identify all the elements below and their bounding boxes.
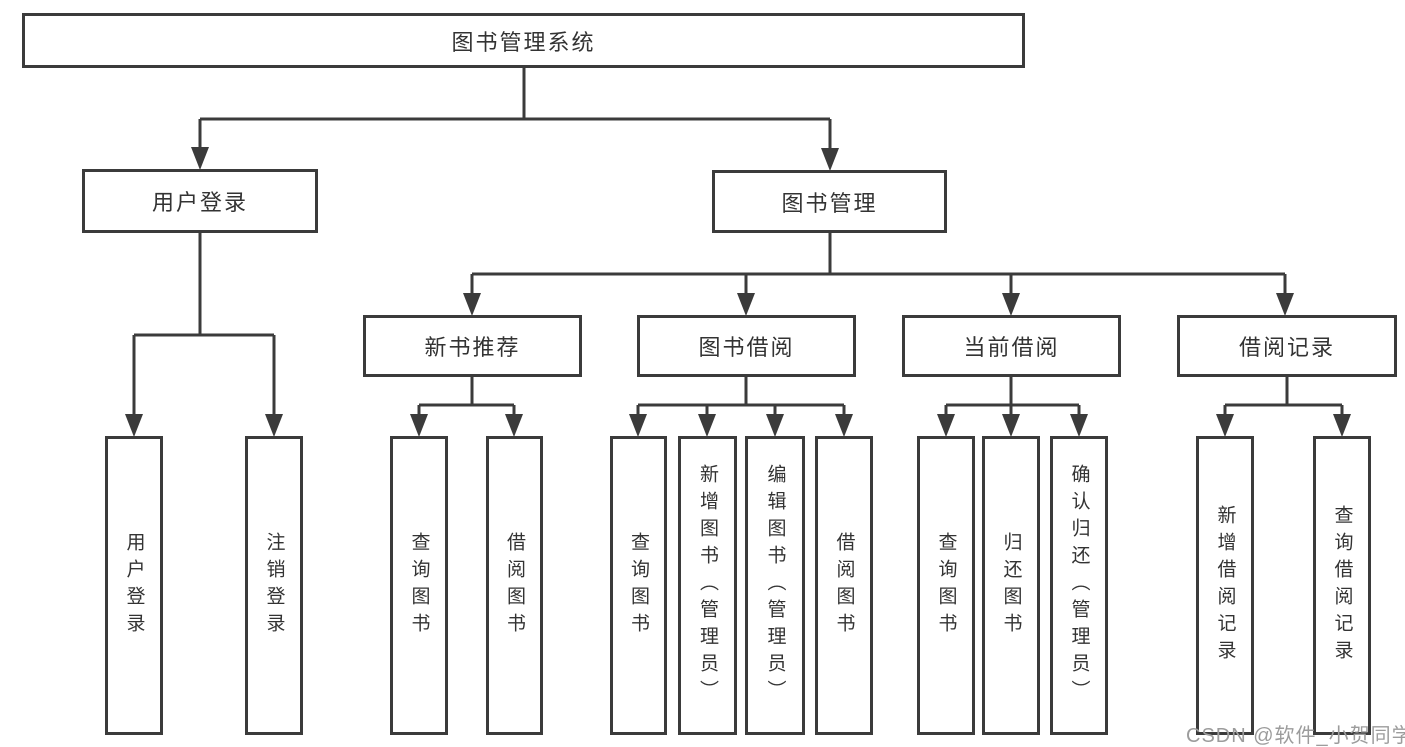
leaf-borrow-edit-books-admin: 编辑图书（管理员） bbox=[745, 436, 805, 735]
leaf-current-confirm-return-admin: 确认归还（管理员） bbox=[1050, 436, 1108, 735]
node-borrow-records: 借阅记录 bbox=[1177, 315, 1397, 377]
node-book-borrow: 图书借阅 bbox=[637, 315, 856, 377]
leaf-current-return-books: 归还图书 bbox=[982, 436, 1040, 735]
leaf-borrow-borrow-books: 借阅图书 bbox=[815, 436, 873, 735]
leaf-newbook-query-books: 查询图书 bbox=[390, 436, 448, 735]
leaf-logout: 注销登录 bbox=[245, 436, 303, 735]
leaf-records-query-record: 查询借阅记录 bbox=[1313, 436, 1371, 735]
node-new-book-recommend: 新书推荐 bbox=[363, 315, 582, 377]
leaf-current-query-books: 查询图书 bbox=[917, 436, 975, 735]
node-book-management: 图书管理 bbox=[712, 170, 947, 233]
leaf-newbook-borrow-books: 借阅图书 bbox=[486, 436, 543, 735]
node-root: 图书管理系统 bbox=[22, 13, 1025, 68]
node-current-borrow: 当前借阅 bbox=[902, 315, 1121, 377]
node-user-login: 用户登录 bbox=[82, 169, 318, 233]
leaf-borrow-query-books: 查询图书 bbox=[610, 436, 667, 735]
leaf-user-login: 用户登录 bbox=[105, 436, 163, 735]
csdn-watermark: CSDN @软件_小贺同学 bbox=[1186, 725, 1405, 747]
leaf-borrow-add-books-admin: 新增图书（管理员） bbox=[678, 436, 737, 735]
leaf-records-add-record: 新增借阅记录 bbox=[1196, 436, 1254, 735]
